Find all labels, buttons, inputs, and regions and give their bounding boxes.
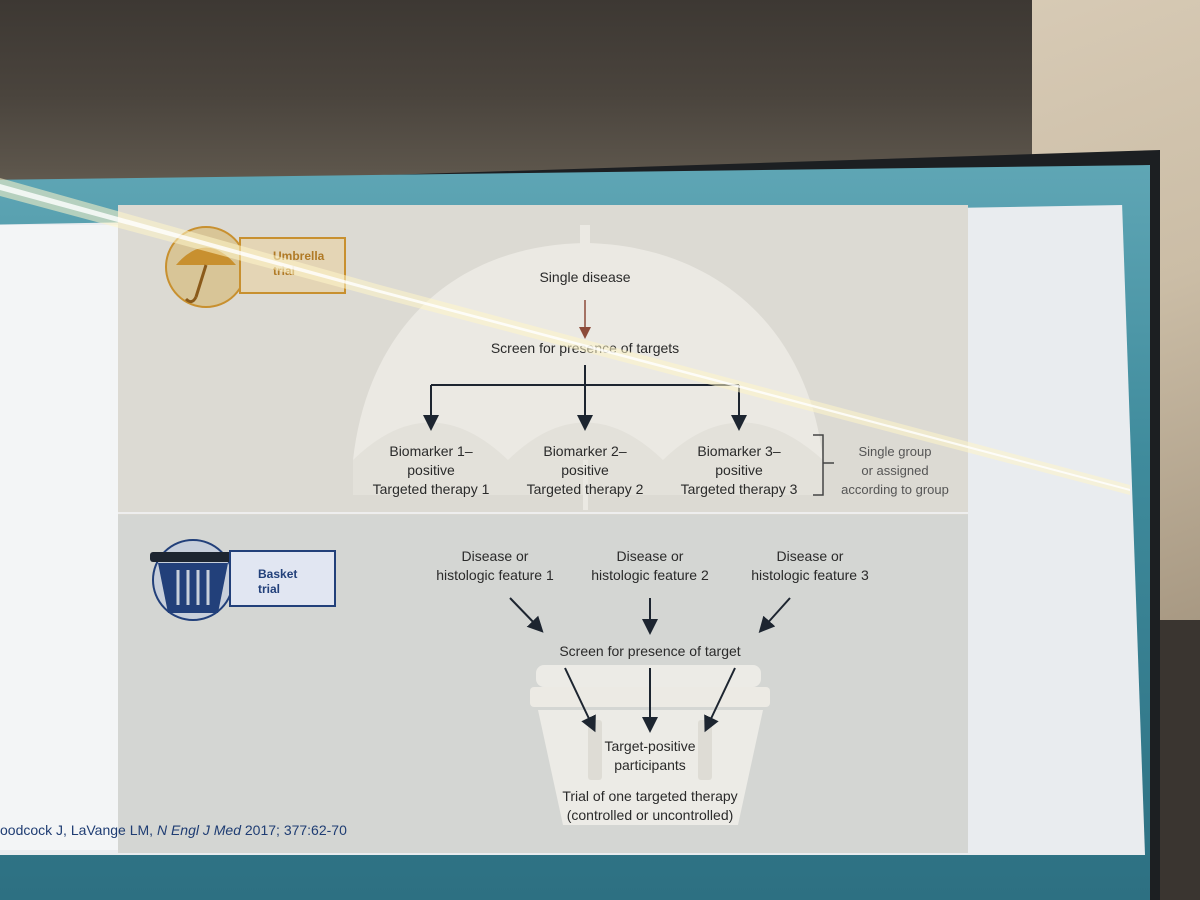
- biomarker-2-line1: Biomarker 2–: [543, 443, 627, 459]
- basket-screen-label: Screen for presence of target: [559, 643, 741, 659]
- participants-label: Target-positive participants: [575, 737, 725, 775]
- biomarker-2-label: Biomarker 2– positive Targeted therapy 2: [520, 442, 650, 499]
- umbrella-screen-label: Screen for presence of targets: [490, 340, 680, 356]
- feature-1-line2: histologic feature 1: [436, 567, 554, 583]
- feature-2-line2: histologic feature 2: [591, 567, 709, 583]
- participants-line2: participants: [614, 757, 686, 773]
- group-note: Single group or assigned according to gr…: [830, 442, 960, 499]
- trial-line1: Trial of one targeted therapy: [562, 788, 738, 804]
- participants-line1: Target-positive: [604, 738, 696, 754]
- basket-tag-box: [229, 550, 336, 607]
- basket-icon: [150, 539, 236, 621]
- biomarker-3-line3: Targeted therapy 3: [680, 481, 798, 497]
- biomarker-1-label: Biomarker 1– positive Targeted therapy 1: [366, 442, 496, 499]
- single-disease-label: Single disease: [539, 269, 631, 285]
- basket-tag-line1: Basket: [258, 567, 298, 581]
- feature-1-line1: Disease or: [461, 548, 529, 564]
- biomarker-3-label: Biomarker 3– positive Targeted therapy 3: [674, 442, 804, 499]
- group-note-line3: according to group: [841, 482, 949, 497]
- arrow-participants-left: [564, 667, 596, 733]
- biomarker-1-line3: Targeted therapy 1: [372, 481, 490, 497]
- biomarker-3-line2: positive: [715, 462, 763, 478]
- basket-tag: Basket trial: [258, 567, 297, 597]
- citation: oodcock J, LaVange LM, N Engl J Med 2017…: [0, 822, 347, 838]
- feature-3-label: Disease or histologic feature 3: [735, 547, 885, 585]
- slide-left-panel: [0, 225, 135, 850]
- biomarker-1-line2: positive: [407, 462, 455, 478]
- feature-1-label: Disease or histologic feature 1: [425, 547, 565, 585]
- feature-3-line2: histologic feature 3: [751, 567, 869, 583]
- umbrella-tag-line1: Umbrella: [273, 249, 325, 263]
- trial-label: Trial of one targeted therapy (controlle…: [530, 787, 770, 825]
- arrow-feature-1: [509, 597, 544, 633]
- figure-graphics: [150, 225, 834, 825]
- citation-journal: N Engl J Med: [156, 822, 241, 838]
- arrow-feature-3: [758, 597, 791, 633]
- group-note-line2: or assigned: [861, 463, 929, 478]
- trial-line2: (controlled or uncontrolled): [566, 807, 734, 823]
- arrow-participants-right: [704, 667, 736, 733]
- trial-design-figure: Umbrella trial Single disease Screen for…: [118, 205, 968, 853]
- citation-reference: 2017; 377:62-70: [241, 822, 347, 838]
- umbrella-tag-line2: trial: [273, 264, 296, 278]
- biomarker-3-line1: Biomarker 3–: [697, 443, 781, 459]
- feature-3-line1: Disease or: [776, 548, 844, 564]
- biomarker-2-line3: Targeted therapy 2: [526, 481, 644, 497]
- biomarker-1-line1: Biomarker 1–: [389, 443, 473, 459]
- biomarker-2-line2: positive: [561, 462, 609, 478]
- basket-graphic: [530, 665, 770, 825]
- group-note-line1: Single group: [858, 444, 932, 459]
- basket-tag-line2: trial: [258, 582, 281, 596]
- umbrella-tag: Umbrella trial: [273, 249, 324, 279]
- citation-authors: oodcock J, LaVange LM,: [0, 822, 157, 838]
- feature-2-label: Disease or histologic feature 2: [575, 547, 725, 585]
- umbrella-icon: [165, 226, 247, 308]
- feature-2-line1: Disease or: [616, 548, 684, 564]
- panel-divider: [118, 512, 968, 514]
